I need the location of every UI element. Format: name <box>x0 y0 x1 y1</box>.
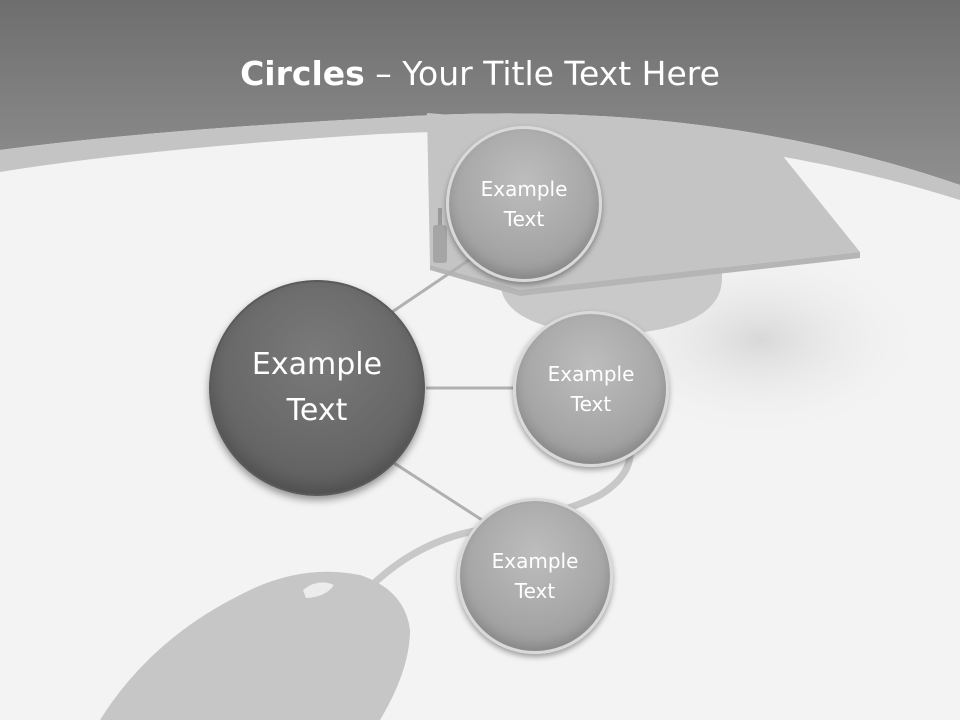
node-circle-2: Example Text <box>513 311 669 467</box>
node-circle-3: Example Text <box>457 498 613 654</box>
slide-title: Circles – Your Title Text Here <box>0 52 960 96</box>
node-1-label-line2: Text <box>503 207 545 231</box>
connector-hub-node1 <box>391 256 473 314</box>
hub-label-line1: Example <box>251 347 383 382</box>
hub-label-line2: Text <box>286 393 348 428</box>
header-band <box>0 0 960 200</box>
node-3-label-line1: Example <box>491 549 579 573</box>
title-bold: Circles <box>240 54 365 93</box>
hub-circle: Example Text <box>209 280 425 496</box>
node-circle-1: Example Text <box>446 126 602 282</box>
node-3-label-line2: Text <box>514 579 556 603</box>
node-2-label-line1: Example <box>547 362 635 386</box>
title-rest: – Your Title Text Here <box>364 54 720 93</box>
connector-lines <box>391 256 514 522</box>
computer-mouse-icon <box>100 571 410 720</box>
node-2-label-line2: Text <box>570 392 612 416</box>
node-1-label-line1: Example <box>480 177 568 201</box>
connector-hub-node3 <box>393 461 483 522</box>
